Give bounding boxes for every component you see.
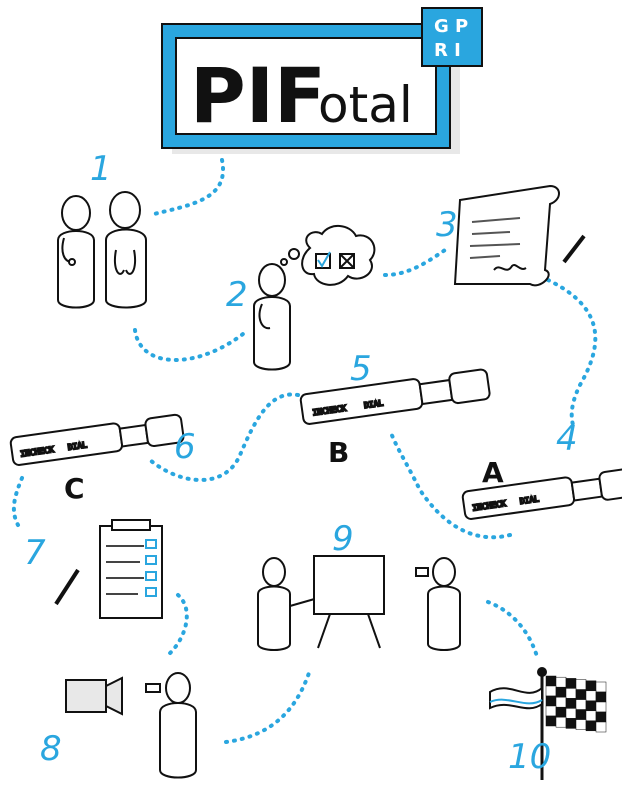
- step-number-4: 4: [556, 419, 578, 459]
- badge-line2: R I: [434, 40, 461, 61]
- title-banner: PIF otal: [162, 24, 460, 154]
- step-9-training-session: [258, 556, 460, 650]
- device-a-letter: A: [482, 456, 504, 489]
- flag-square: [556, 717, 566, 727]
- step-number-7: 7: [24, 533, 46, 573]
- flag-square: [596, 702, 606, 712]
- flag-square: [566, 708, 576, 718]
- connector-7-8: [168, 595, 187, 655]
- step-number-2: 2: [226, 275, 248, 315]
- flag-square: [546, 706, 556, 716]
- flag-square: [566, 718, 576, 728]
- flag-square: [586, 701, 596, 711]
- flag-square: [556, 707, 566, 717]
- checkered-flag: [546, 676, 606, 732]
- step-number-8: 8: [40, 729, 62, 769]
- flag-square: [566, 678, 576, 688]
- connector-C-7: [14, 478, 22, 525]
- flag-square: [546, 716, 556, 726]
- device-b-letter: B: [328, 436, 349, 469]
- step-number-6: 6: [174, 427, 196, 467]
- connector-2-3: [385, 250, 445, 275]
- step-8-video-recording: [66, 673, 196, 778]
- device-c-inhaler: INCHECK DIAL: [10, 414, 184, 466]
- flag-square: [576, 720, 586, 730]
- step-number-10: 10: [508, 737, 551, 777]
- device-c-letter: C: [64, 472, 85, 505]
- step-number-9: 9: [332, 519, 354, 559]
- connector-title-1: [150, 160, 223, 215]
- flag-square: [586, 711, 596, 721]
- badge-line1: G P: [434, 16, 468, 37]
- title-suffix: otal: [318, 76, 413, 134]
- flag-square: [556, 677, 566, 687]
- flag-square: [596, 692, 606, 702]
- flag-square: [546, 676, 556, 686]
- flag-square: [556, 687, 566, 697]
- connector-1-2: [135, 330, 248, 360]
- flag-square: [586, 681, 596, 691]
- step-number-1: 1: [90, 149, 112, 189]
- step-2-doctor-thinking: [254, 226, 374, 370]
- step-number-3: 3: [436, 205, 458, 245]
- flag-square: [566, 698, 576, 708]
- step-number-5: 5: [350, 349, 372, 389]
- flag-square: [596, 712, 606, 722]
- step-7-questionnaire: [56, 520, 162, 618]
- flag-square: [546, 696, 556, 706]
- gpri-badge: G P R I: [422, 8, 482, 66]
- flag-square: [576, 690, 586, 700]
- flag-square: [566, 688, 576, 698]
- flag-square: [576, 680, 586, 690]
- title-main: PIF: [190, 51, 326, 140]
- connector-9-10: [488, 602, 538, 660]
- flag-square: [586, 691, 596, 701]
- flag-square: [586, 721, 596, 731]
- step-1-doctors: [58, 192, 146, 308]
- flag-square: [546, 686, 556, 696]
- connector-8-9: [226, 670, 310, 742]
- connector-3-4: [548, 280, 595, 430]
- flag-square: [556, 697, 566, 707]
- step-3-consent-form: [455, 186, 584, 285]
- flag-square: [596, 682, 606, 692]
- flag-square: [576, 710, 586, 720]
- device-b-inhaler: INCHECK DIAL: [300, 369, 490, 425]
- flag-square: [596, 722, 606, 732]
- flag-square: [576, 700, 586, 710]
